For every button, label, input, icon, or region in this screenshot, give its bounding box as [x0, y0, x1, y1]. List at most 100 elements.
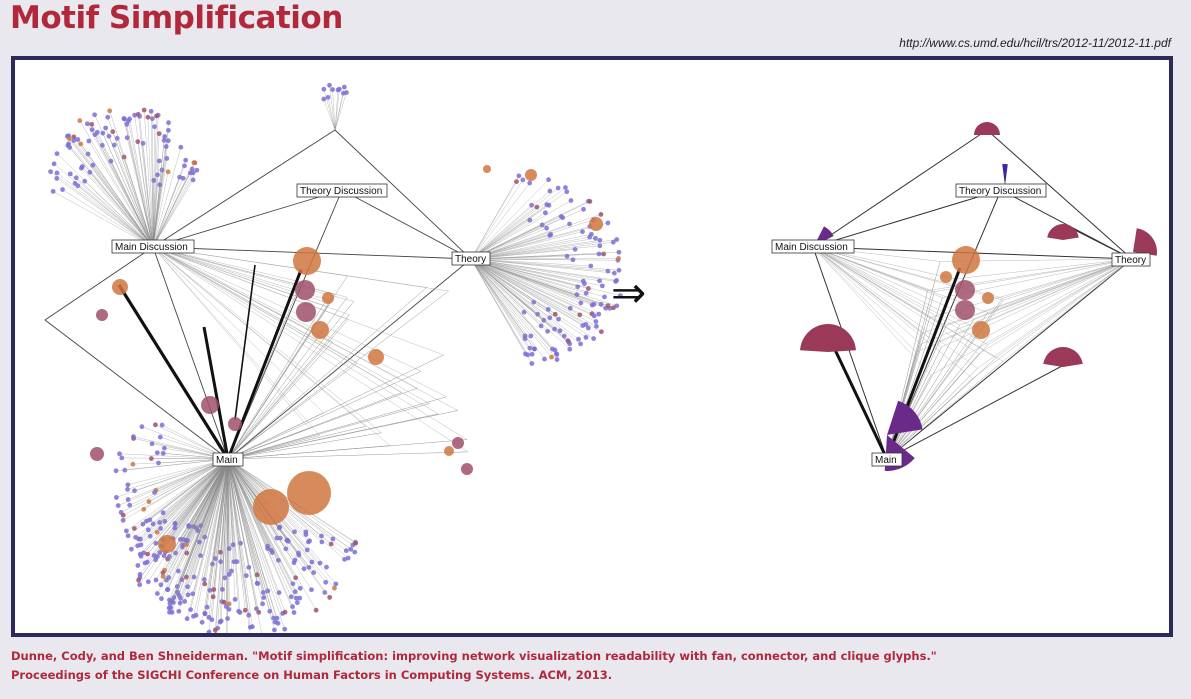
svg-text:Theory: Theory — [1115, 255, 1146, 266]
theory-fan-node — [567, 221, 572, 227]
label-main-discussion-left: Main Discussion — [111, 239, 195, 254]
main-fan-edge — [186, 458, 229, 554]
theory-fan-edge — [470, 258, 542, 327]
cluster-node — [589, 217, 603, 231]
main-discussion-fan-node — [165, 138, 171, 144]
cross-edge — [152, 246, 324, 413]
main-fan-edge — [186, 458, 229, 545]
fan-glyph — [974, 122, 1000, 135]
top-fan-node — [344, 90, 349, 95]
theory-fan-edge — [470, 258, 581, 345]
svg-text:Theory: Theory — [455, 254, 486, 265]
simplified-cross-edge — [921, 258, 1133, 334]
theory-fan-edge — [470, 258, 533, 355]
main-fan-node — [309, 559, 315, 565]
theory-fan-edge — [470, 258, 602, 332]
theory-fan-edge — [470, 209, 584, 260]
main-fan-node — [293, 575, 299, 581]
main-fan-node — [113, 495, 119, 500]
main-fan-node — [322, 590, 328, 595]
main-fan-edge — [227, 458, 276, 623]
theory-fan-node — [591, 336, 597, 341]
main-fan-node — [162, 519, 168, 524]
main-fan-edge — [148, 458, 229, 530]
main-discussion-fan-edge — [92, 165, 154, 248]
main-discussion-fan-node — [48, 169, 53, 175]
theory-fan-node — [554, 357, 560, 362]
main-discussion-fan-node — [108, 158, 114, 164]
main-discussion-fan-edge — [56, 153, 154, 248]
cross-edge — [227, 363, 358, 460]
theory-fan-node — [581, 206, 586, 212]
top-fan-edge — [334, 89, 339, 131]
cluster-node — [311, 321, 329, 339]
theory-fan-node — [528, 333, 534, 339]
theory-fan-edge — [470, 241, 614, 260]
cross-edge — [152, 246, 310, 429]
main-fan-node — [291, 610, 297, 615]
theory-fan-edge — [470, 190, 551, 260]
simplified-cross-edge — [972, 258, 1133, 379]
main-discussion-fan-edge — [137, 141, 154, 248]
main-fan-node — [345, 555, 351, 561]
main-fan-node — [161, 445, 167, 451]
theory-fan-edge — [470, 258, 556, 351]
main-fan-edge — [204, 458, 229, 580]
theory-fan-node — [521, 309, 527, 315]
main-fan-node — [176, 608, 182, 614]
main-discussion-fan-edge — [152, 179, 194, 248]
theory-fan-node — [596, 311, 602, 317]
main-fan-edge — [186, 458, 229, 541]
simplified-edge — [812, 189, 1002, 248]
main-discussion-fan-node — [155, 172, 160, 178]
source-url[interactable]: http://www.cs.umd.edu/hcil/trs/2012-11/2… — [899, 36, 1171, 50]
theory-fan-node — [572, 246, 578, 252]
label-theory-discussion-left: Theory Discussion — [296, 183, 388, 198]
simplified-cross-edge — [812, 246, 988, 345]
cross-edge — [227, 432, 382, 460]
theory-fan-node — [610, 239, 616, 245]
main-discussion-fan-node — [114, 135, 120, 141]
cross-edge — [227, 451, 468, 460]
main-discussion-fan-node — [111, 142, 117, 148]
main-fan-node — [159, 596, 164, 602]
heavy-edge — [234, 264, 256, 421]
theory-fan-edge — [470, 258, 526, 355]
main-discussion-fan-edge — [56, 172, 154, 248]
simplified-cross-edge — [812, 246, 1004, 362]
svg-text:Main: Main — [216, 455, 238, 466]
main-discussion-fan-node — [183, 157, 189, 163]
main-fan-edge — [227, 458, 293, 607]
theory-fan-edge — [470, 258, 596, 322]
theory-fan-node — [570, 257, 576, 263]
theory-fan-edge — [470, 258, 594, 305]
main-fan-edge — [186, 458, 229, 619]
main-discussion-fan-edge — [74, 183, 154, 248]
cross-edge — [152, 246, 469, 453]
main-fan-node — [313, 607, 319, 613]
main-fan-node — [242, 607, 248, 613]
theory-fan-node — [582, 281, 587, 287]
main-discussion-fan-node — [54, 151, 60, 157]
theory-fan-node — [516, 173, 522, 179]
svg-text:Main Discussion: Main Discussion — [775, 242, 848, 253]
figure-frame: Main Discussion Theory Discussion Theory… — [11, 56, 1173, 637]
simplified-cross-edge — [886, 312, 988, 460]
main-discussion-fan-edge — [114, 144, 154, 248]
label-theory-discussion-right: Theory Discussion — [955, 183, 1047, 198]
theory-fan-node — [611, 305, 616, 311]
left-network-graph — [44, 82, 623, 633]
main-discussion-fan-node — [145, 114, 151, 120]
simplified-edge — [812, 129, 988, 248]
simplified-edge — [886, 258, 1133, 460]
transform-arrow: ⇒ — [611, 268, 647, 317]
main-fan-edge — [163, 458, 229, 513]
theory-fan-edge — [470, 238, 596, 260]
main-fan-node — [176, 592, 182, 598]
simplified-cross-edge — [812, 246, 980, 355]
main-fan-node — [159, 422, 165, 428]
main-fan-edge — [227, 458, 253, 627]
main-fan-node — [292, 557, 298, 563]
simplified-cross-edge — [930, 258, 1133, 376]
main-discussion-fan-edge — [97, 132, 154, 248]
